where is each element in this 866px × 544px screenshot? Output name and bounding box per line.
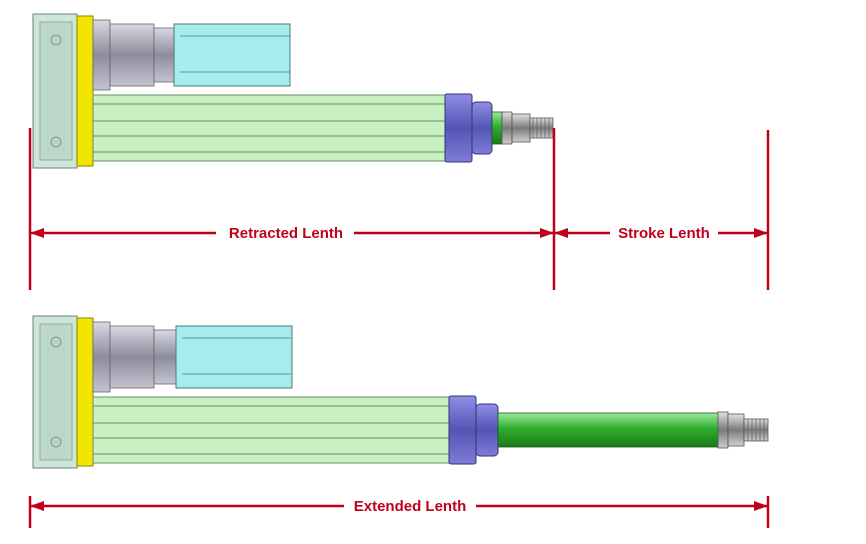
actuator-retracted — [32, 13, 554, 169]
end-cap — [448, 395, 477, 465]
rod-nut — [511, 113, 531, 143]
motor-body — [153, 27, 175, 83]
piston-rod — [497, 412, 721, 448]
actuator-extended — [32, 315, 769, 469]
aluminium-profile — [92, 396, 450, 464]
screw-head — [50, 336, 62, 348]
threaded-end — [529, 117, 554, 139]
screw-head — [50, 34, 62, 46]
screw-head — [50, 136, 62, 148]
extended-length-label: Extended Lenth — [354, 498, 467, 515]
dimension-lines — [28, 128, 770, 528]
motor-body — [153, 329, 177, 385]
end-cap — [444, 93, 473, 163]
motor-body — [109, 23, 155, 87]
retracted-length-label: Retracted Lenth — [229, 225, 343, 242]
gearbox — [173, 23, 291, 87]
rod-nut — [717, 411, 729, 449]
motor-body — [109, 325, 155, 389]
screw-head — [50, 436, 62, 448]
motor-flange — [76, 15, 94, 167]
motor-flange — [76, 317, 94, 467]
motor-body — [92, 321, 111, 393]
end-cap-collar — [475, 403, 499, 457]
gearbox — [175, 325, 293, 389]
piston-rod-tip — [491, 111, 503, 145]
motor-body — [92, 19, 111, 91]
aluminium-profile — [92, 94, 446, 162]
stroke-length-label: Stroke Lenth — [618, 225, 710, 242]
rod-nut — [501, 111, 513, 145]
end-cap-collar — [471, 101, 493, 155]
rod-nut — [727, 413, 745, 447]
